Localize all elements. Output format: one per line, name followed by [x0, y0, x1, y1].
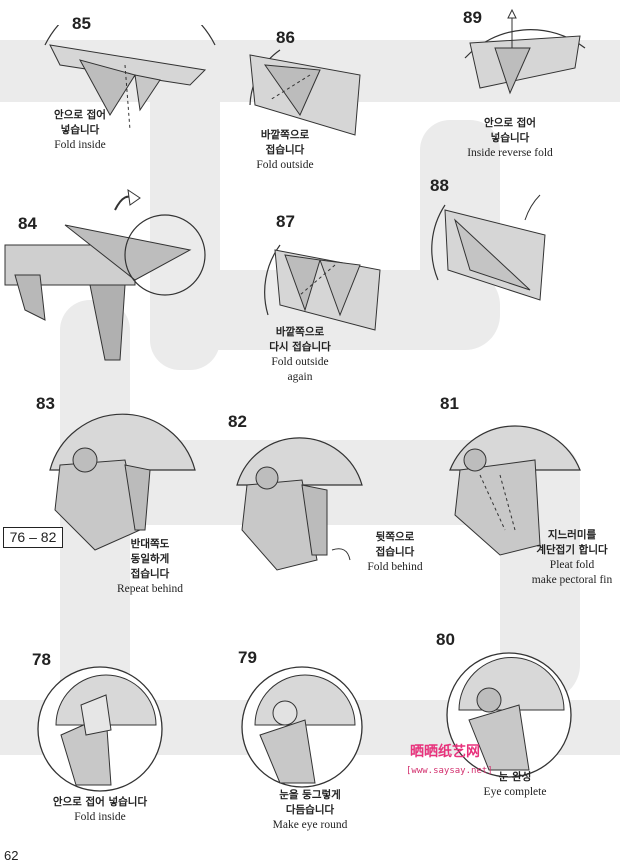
- step-87-diagram: [264, 244, 381, 331]
- step-81-diagram: [449, 425, 581, 556]
- caption-87: 바깥쪽으로 다시 접습니다 Fold outside again: [269, 326, 331, 383]
- step-84-diagram: [4, 188, 206, 361]
- step-83-diagram: [49, 413, 196, 551]
- watermark-brand: 晒晒纸艺网: [410, 744, 480, 760]
- step-number-84: 84: [18, 214, 37, 233]
- caption-89: 안으로 접어 넣습니다 Inside reverse fold: [467, 117, 553, 159]
- step-number-89: 89: [463, 8, 482, 27]
- step-79-diagram: [241, 666, 363, 788]
- step-number-86: 86: [276, 28, 295, 47]
- caption-78: 안으로 접어 넣습니다 Fold inside: [52, 796, 148, 823]
- step-number-78: 78: [32, 650, 51, 669]
- step-number-88: 88: [430, 176, 449, 195]
- step-80-diagram: [446, 652, 572, 778]
- caption-83: 반대쪽도 동일하게 접습니다 Repeat behind: [116, 538, 184, 595]
- caption-81: 지느러미를 계단접기 합니다 Pleat fold make pectoral …: [531, 529, 613, 586]
- step-reference-box: 76 – 82: [3, 527, 63, 548]
- page-number: 62: [4, 848, 19, 863]
- step-number-87: 87: [276, 212, 295, 231]
- caption-80: 눈 완성 Eye complete: [483, 771, 547, 798]
- step-88-diagram: [431, 194, 546, 301]
- caption-79: 눈을 둥그렇게 다듬습니다 Make eye round: [272, 789, 348, 831]
- step-number-80: 80: [436, 630, 455, 649]
- step-78-diagram: [37, 666, 163, 792]
- caption-82: 뒷쪽으로 접습니다 Fold behind: [367, 531, 423, 573]
- step-number-79: 79: [238, 648, 257, 667]
- caption-85: 안으로 접어 넣습니다 Fold inside: [54, 109, 106, 151]
- step-82-diagram: [236, 437, 363, 571]
- watermark-url: [www.saysay.net]: [406, 766, 493, 776]
- step-number-81: 81: [440, 394, 459, 413]
- step-86-diagram: [249, 49, 361, 136]
- step-number-85: 85: [72, 14, 91, 33]
- step-number-83: 83: [36, 394, 55, 413]
- caption-86: 바깥쪽으로 접습니다 Fold outside: [256, 129, 314, 171]
- step-number-82: 82: [228, 412, 247, 431]
- step-89-diagram: [464, 8, 586, 95]
- step-85-diagram: [44, 25, 216, 131]
